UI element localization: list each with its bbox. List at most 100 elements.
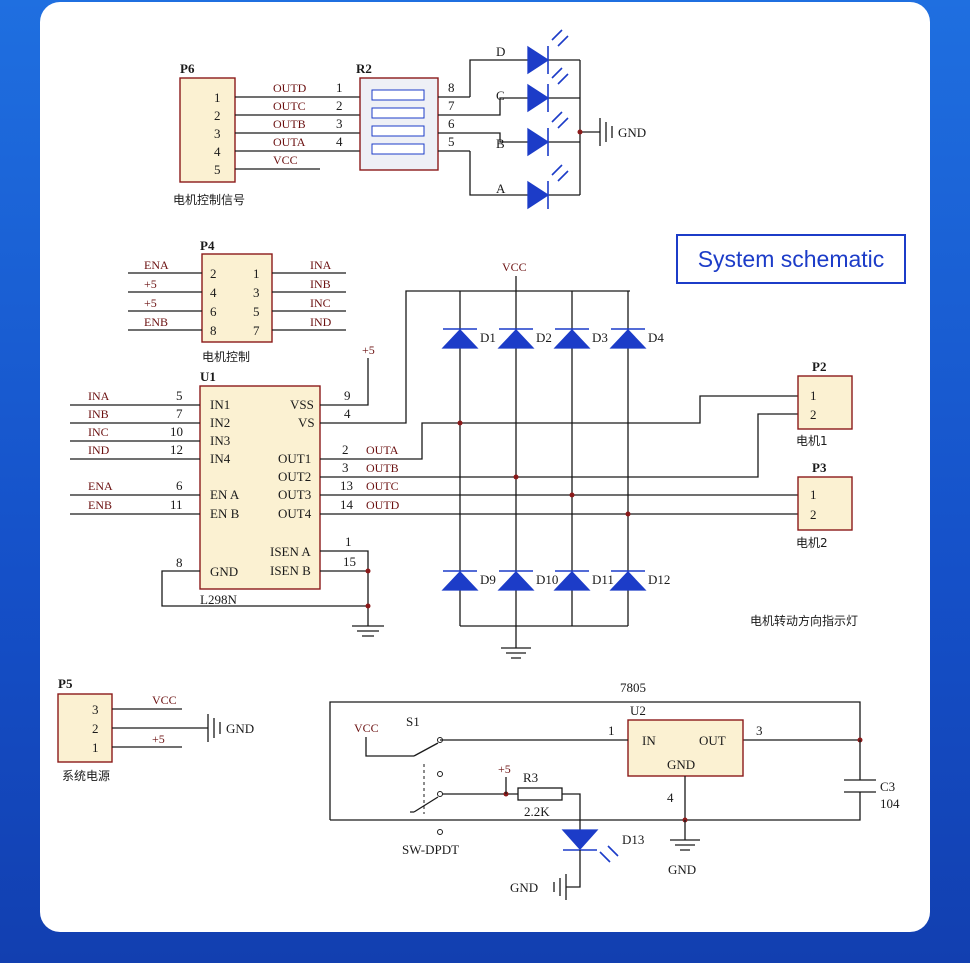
schematic-diagram: P6 1 2 3 4 5 OUTD OUTC OUTB OUTA VCC 电机控… xyxy=(57,29,900,900)
p6-net-outc: OUTC xyxy=(273,99,306,113)
r2-ref: R2 xyxy=(356,61,372,76)
u2-gnd-ref: GND xyxy=(668,862,696,877)
u2-pin-1: 1 xyxy=(608,723,615,738)
diode-d2 xyxy=(497,329,535,349)
p5-pin-2: 2 xyxy=(92,721,99,736)
p4-pin-5: 5 xyxy=(253,304,260,319)
u1-vss: VSS xyxy=(290,397,314,412)
indicator-label: 电机转动方向指示灯 xyxy=(750,613,858,628)
u1-net-inb: INB xyxy=(88,407,109,421)
r2-pin-6: 6 xyxy=(448,116,455,131)
u1-net-outa: OUTA xyxy=(366,443,399,457)
p5-pin-1: 1 xyxy=(92,740,99,755)
p6-net-outb: OUTB xyxy=(273,117,306,131)
p4-net-plus5-b: +5 xyxy=(144,296,157,310)
led-c xyxy=(527,83,550,113)
p6-net-vcc: VCC xyxy=(273,153,298,167)
u1-pin-8: 8 xyxy=(176,555,183,570)
p6-pin-4: 4 xyxy=(214,144,221,159)
u2-gnd: GND xyxy=(667,757,695,772)
p4-pin-8: 8 xyxy=(210,323,217,338)
u1-net-outc: OUTC xyxy=(366,479,399,493)
r3-plus5: +5 xyxy=(498,762,511,776)
schematic-card: P6 1 2 3 4 5 OUTD OUTC OUTB OUTA VCC 电机控… xyxy=(40,2,930,932)
d1-label: D1 xyxy=(480,330,496,345)
p6-net-outd: OUTD xyxy=(273,81,307,95)
u1-in1: IN1 xyxy=(210,397,230,412)
u1-in3: IN3 xyxy=(210,433,230,448)
d9-label: D9 xyxy=(480,572,496,587)
diode-d12 xyxy=(609,571,647,591)
u1-body xyxy=(199,385,321,590)
u1-net-outb: OUTB xyxy=(366,461,399,475)
diode-d11 xyxy=(553,571,591,591)
p4-pin-2: 2 xyxy=(210,266,217,281)
p2-ref: P2 xyxy=(812,359,826,374)
reg-7805: 7805 xyxy=(620,680,646,695)
p4-net-ena: ENA xyxy=(144,258,169,272)
p6-label: 电机控制信号 xyxy=(173,193,245,207)
u1-pin-6: 6 xyxy=(176,478,183,493)
p3-body xyxy=(797,476,853,531)
u1-pin-11: 11 xyxy=(170,497,183,512)
r2-pin-5: 5 xyxy=(448,134,455,149)
p3-ref: P3 xyxy=(812,460,827,475)
diode-d1 xyxy=(441,329,479,349)
r2-resistor-network: R2 1 2 3 4 8 7 6 5 xyxy=(336,61,470,171)
p5-net-plus5: +5 xyxy=(152,732,165,746)
p3-connector: P3 1 2 电机2 xyxy=(796,460,853,550)
p4-connector: P4 ENA +5 +5 ENB 2 4 6 8 1 3 5 7 INA INB… xyxy=(128,238,346,364)
p3-label: 电机2 xyxy=(796,536,828,550)
u1-pin-9: 9 xyxy=(344,388,351,403)
d4-label: D4 xyxy=(648,330,664,345)
led-label-c: C xyxy=(496,88,505,103)
s1-ref: S1 xyxy=(406,714,420,729)
u1-pin-5: 5 xyxy=(176,388,183,403)
u1-pin-4: 4 xyxy=(344,406,351,421)
p4-net-inb: INB xyxy=(310,277,331,291)
u1-ena: EN A xyxy=(210,487,240,502)
u1-vs: VS xyxy=(298,415,315,430)
p5-net-vcc: VCC xyxy=(152,693,177,707)
vcc-rail-label: VCC xyxy=(502,260,527,274)
u1-net-enb: ENB xyxy=(88,498,112,512)
p4-body xyxy=(201,253,273,343)
d13-label: D13 xyxy=(622,832,644,847)
r3-value: 2.2K xyxy=(524,804,550,819)
u1-pin-14: 14 xyxy=(340,497,354,512)
u1-out4: OUT4 xyxy=(278,506,312,521)
r2-pin-2: 2 xyxy=(336,98,343,113)
u1-pin-13: 13 xyxy=(340,478,353,493)
c3-ref: C3 xyxy=(880,779,895,794)
p6-ref: P6 xyxy=(180,61,195,76)
u1-net-ina: INA xyxy=(88,389,110,403)
u1-plus5: +5 xyxy=(362,343,375,357)
led-d13 xyxy=(561,829,599,850)
r2-pin-4: 4 xyxy=(336,134,343,149)
u1-in4: IN4 xyxy=(210,451,231,466)
u1-pin-3: 3 xyxy=(342,460,349,475)
p2-pin-1: 1 xyxy=(810,388,817,403)
r2-pin-3: 3 xyxy=(336,116,343,131)
u1-isena: ISEN A xyxy=(270,544,311,559)
u1-net-ena: ENA xyxy=(88,479,113,493)
u2-pin-3: 3 xyxy=(756,723,763,738)
top-leds: D C B A GND xyxy=(469,29,646,210)
s1-type: SW-DPDT xyxy=(402,842,459,857)
u1-l298n: U1 INA INB INC IND ENA ENB 5 7 10 12 6 1… xyxy=(70,290,798,637)
d13-gnd: GND xyxy=(510,880,538,895)
r3-body xyxy=(517,787,563,801)
u2-pin-4: 4 xyxy=(667,790,674,805)
p4-net-inc: INC xyxy=(310,296,331,310)
p6-pin-5: 5 xyxy=(214,162,221,177)
u1-net-inc: INC xyxy=(88,425,109,439)
top-led-gnd: GND xyxy=(618,125,646,140)
s1-vcc: VCC xyxy=(354,721,379,735)
p6-net-outa: OUTA xyxy=(273,135,306,149)
u1-out1: OUT1 xyxy=(278,451,311,466)
diode-d4 xyxy=(609,329,647,349)
u2-ref: U2 xyxy=(630,703,646,718)
p4-pin-7: 7 xyxy=(253,323,260,338)
u1-net-outd: OUTD xyxy=(366,498,400,512)
u2-in: IN xyxy=(642,733,656,748)
